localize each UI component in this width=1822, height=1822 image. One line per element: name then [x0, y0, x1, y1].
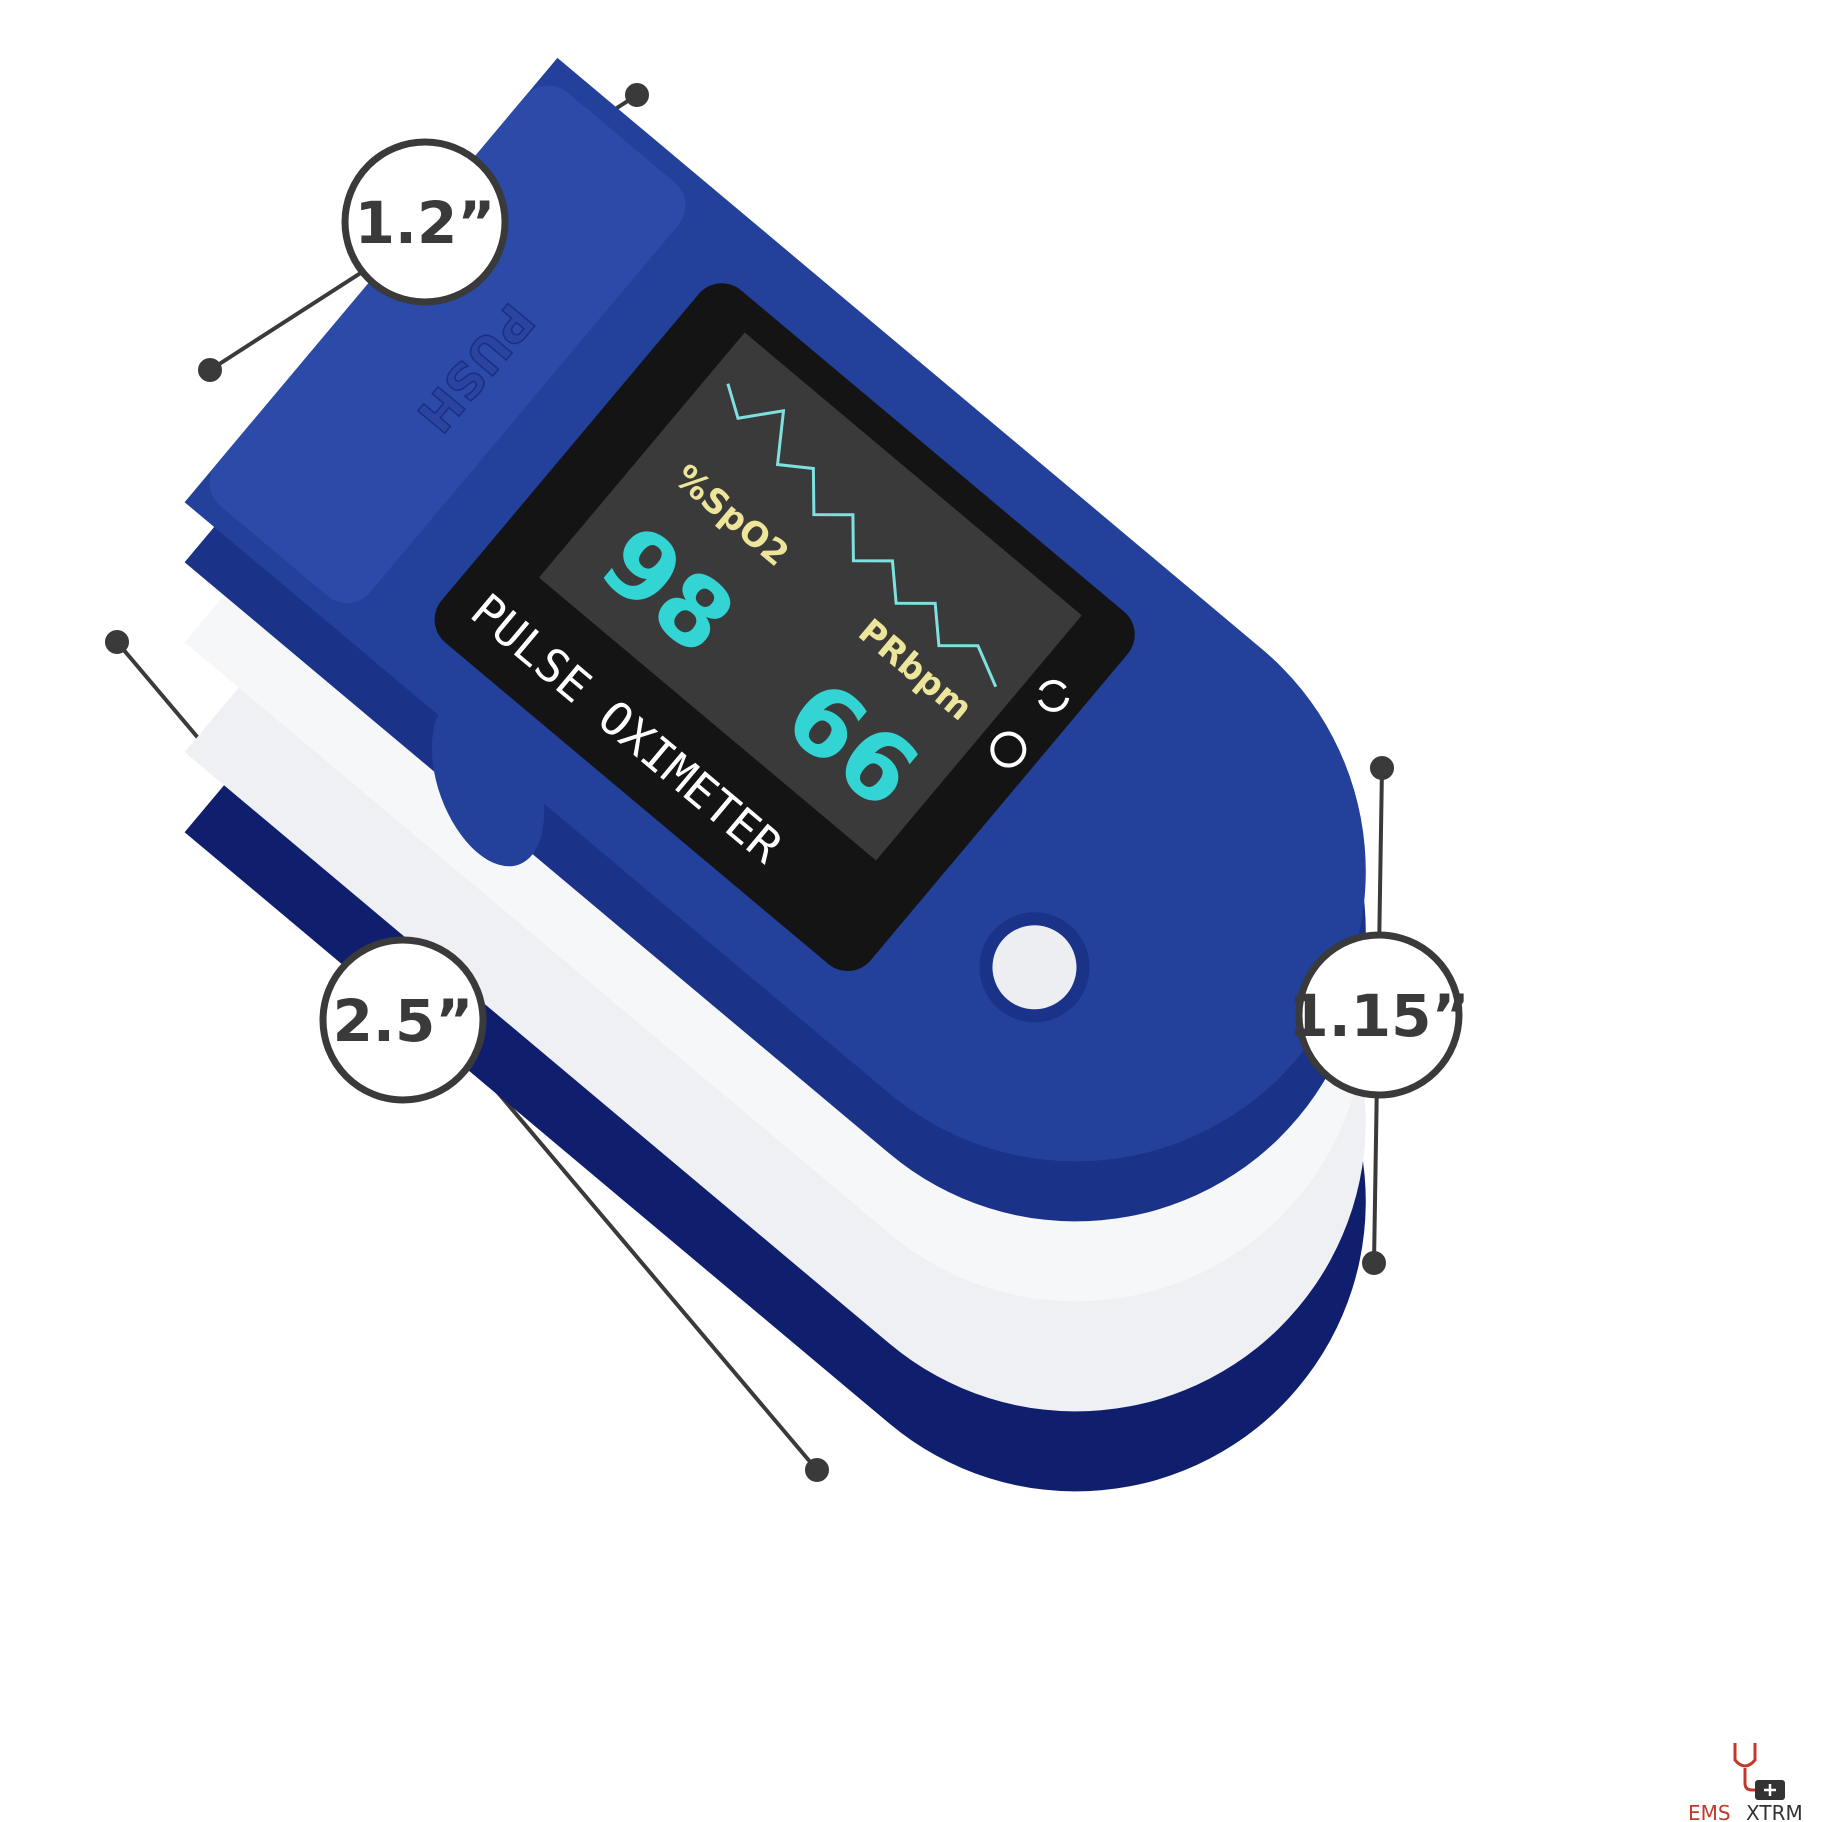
oximeter-device: PUSH %SpO2 98 PRbpm 66 PULSE OXIMETER: [184, 57, 1366, 1492]
push-tab[interactable]: [197, 73, 697, 615]
screen-inner: [539, 332, 1082, 861]
svg-text:EMS: EMS: [1688, 1801, 1731, 1822]
svg-text:2.5”: 2.5”: [333, 987, 474, 1055]
pleth-waveform: [726, 383, 998, 688]
svg-text:1.15”: 1.15”: [1288, 982, 1469, 1050]
dimension-height-badge: 1.15”: [1288, 931, 1470, 1099]
dimension-length-badge: 2.5”: [319, 936, 487, 1104]
side-clip: [431, 693, 545, 867]
svg-text:XTRM: XTRM: [1746, 1801, 1803, 1822]
dimension-width-badge: 1.2”: [341, 138, 509, 306]
power-button-cap[interactable]: [975, 908, 1093, 1026]
svg-text:1.2”: 1.2”: [355, 189, 496, 257]
stethoscope-icon: [1733, 1743, 1760, 1792]
refresh-icon: [1037, 679, 1070, 712]
power-icon: [990, 731, 1027, 768]
ems-xtrm-logo: EMS XTRM: [1688, 1743, 1803, 1822]
